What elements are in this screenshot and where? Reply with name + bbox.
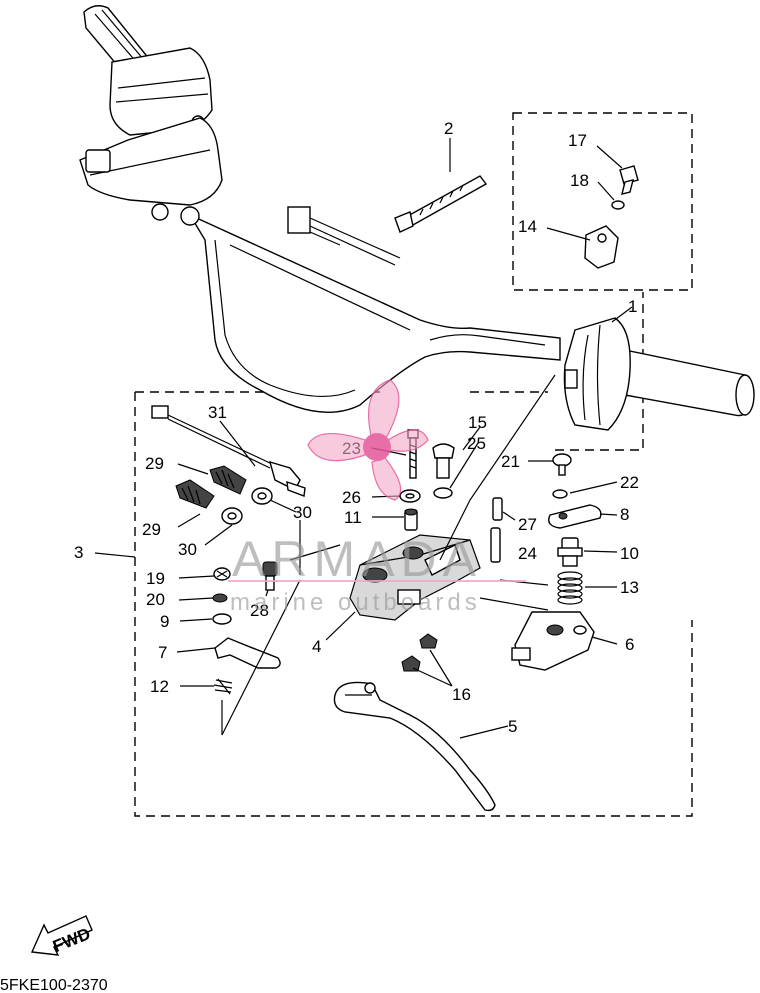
right-switch-part-1: [563, 317, 631, 431]
washer-part-25: [433, 487, 453, 499]
adjuster-screw-part-29-upper: [209, 465, 247, 495]
drawing-code: 5FKE100-2370: [0, 977, 108, 993]
spring-part-12: [213, 678, 233, 695]
callout-6: 6: [625, 635, 634, 654]
nut-part-16-upper: [419, 633, 438, 649]
nut-part-30-lower: [221, 507, 243, 525]
clip-part-7: [214, 637, 281, 669]
washer-part-9: [212, 613, 232, 625]
plunger-part-10: [557, 537, 583, 567]
callout-5: 5: [508, 717, 517, 736]
watermark-tagline: marine outboards: [230, 589, 481, 616]
callout-17: 17: [568, 131, 587, 150]
pin-part-27: [492, 497, 503, 521]
handlebar: [188, 213, 561, 413]
callout-13: 13: [620, 578, 639, 597]
collar-part-11: [404, 508, 418, 531]
callout-4: 4: [312, 637, 321, 656]
wire-connector: [287, 206, 401, 266]
callout-29-upper: 29: [145, 454, 164, 473]
cam-part-6: [511, 611, 595, 671]
plate-part-8: [548, 504, 602, 529]
callout-2: 2: [444, 119, 453, 138]
callout-30-lower: 30: [178, 540, 197, 559]
left-lever-holder: [79, 117, 223, 226]
callout-11: 11: [344, 508, 362, 527]
callout-18: 18: [570, 171, 589, 190]
brake-lever-part-5: [333, 681, 496, 812]
washer-part-20: [212, 593, 228, 603]
watermark-brand: ARMADA: [232, 531, 482, 587]
fwd-direction-arrow: FWD: [30, 915, 93, 956]
sensor-cable-part-31: [151, 405, 306, 497]
bracket-part-14: [584, 225, 619, 269]
callout-14: 14: [518, 217, 537, 236]
assembly-1-dashed-outline: [512, 112, 693, 291]
washer-part-18: [611, 200, 625, 210]
screw-part-28: [262, 561, 278, 591]
pin-part-24: [490, 527, 501, 563]
nut-part-30-upper: [251, 487, 273, 505]
callout-27: 27: [518, 515, 537, 534]
callout-20: 20: [146, 590, 165, 609]
callout-25: 25: [467, 434, 486, 453]
spring-part-13: [557, 571, 583, 605]
propeller-logo: [307, 379, 429, 501]
callout-1: 1: [628, 297, 637, 316]
callout-30-upper: 30: [293, 503, 312, 522]
washer-part-22: [552, 489, 568, 499]
washer-part-26: [399, 489, 421, 503]
adjuster-screw-part-29-lower: [175, 479, 215, 509]
callout-31: 31: [208, 403, 227, 422]
screw-part-21: [552, 453, 572, 476]
watermark-underline: [228, 580, 526, 582]
armada-watermark: ARMADA marine outboards: [228, 379, 526, 616]
callout-22: 22: [620, 473, 639, 492]
callout-21: 21: [501, 452, 520, 471]
cable-tie-part-2: [394, 175, 488, 233]
callout-12: 12: [150, 677, 169, 696]
callout-7: 7: [158, 643, 167, 662]
callout-8: 8: [620, 505, 629, 524]
callout-3: 3: [74, 543, 83, 562]
right-grip: [624, 349, 755, 417]
callout-29-lower: 29: [142, 520, 161, 539]
callout-10: 10: [620, 544, 639, 563]
callout-24: 24: [518, 544, 537, 563]
assembly-3-dashed-outline: [134, 391, 693, 817]
callout-26: 26: [342, 488, 361, 507]
bolt-part-17: [619, 165, 639, 195]
nut-part-16-lower: [401, 655, 421, 672]
callout-15: 15: [468, 413, 487, 432]
pivot-bolt-part-15: [432, 443, 455, 479]
screw-part-19: [213, 567, 231, 581]
callout-9: 9: [160, 612, 169, 631]
callout-28: 28: [250, 601, 269, 620]
callout-16: 16: [452, 685, 471, 704]
callout-19: 19: [146, 569, 165, 588]
